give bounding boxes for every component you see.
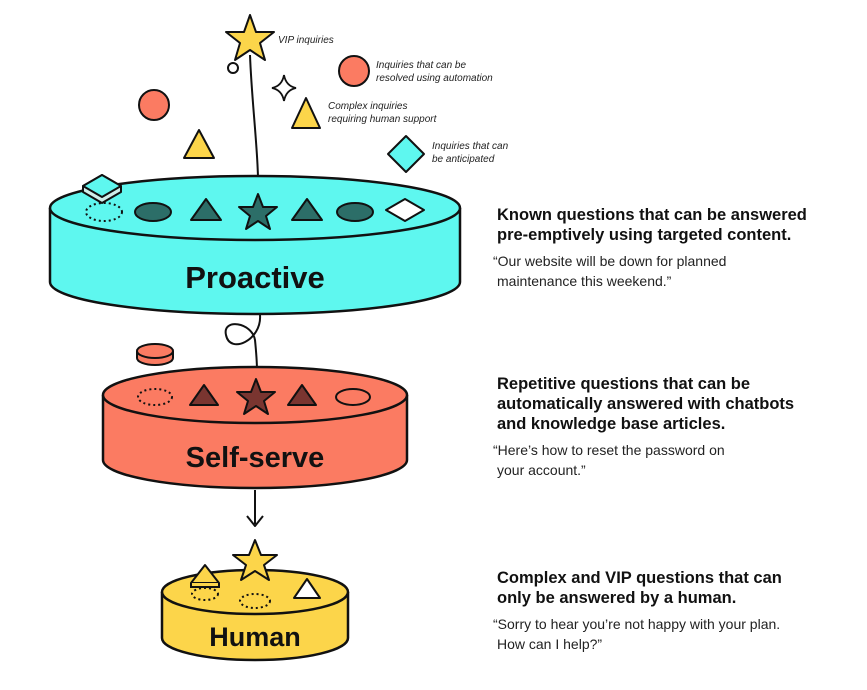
selfserve-heading-line2: automatically answered with chatbots xyxy=(497,395,795,413)
proactive-heading-line2: pre-emptively using targeted content. xyxy=(497,226,792,244)
selfserve-description: Repetitive questions that can be automat… xyxy=(493,374,857,480)
floating-circle-icon xyxy=(138,89,170,121)
vip-star-icon xyxy=(225,14,275,61)
sparkle-icon xyxy=(271,74,297,102)
selfserve-heading: Repetitive questions that can be automat… xyxy=(497,374,857,434)
selfserve-tier: Self-serve xyxy=(101,365,409,490)
legend-complex-line1: Complex inquiries xyxy=(328,101,407,112)
legend-complex-line2: requiring human support xyxy=(328,114,438,125)
legend-vip: VIP inquiries xyxy=(278,35,334,46)
human-quote-line1: “Sorry to hear you’re not happy with you… xyxy=(493,616,781,632)
coin-icon xyxy=(136,343,174,366)
human-quote-line2: How can I help?” xyxy=(497,636,603,652)
proactive-description: Known questions that can be answered pre… xyxy=(493,205,857,291)
selfserve-quote-line1: “Here’s how to reset the password on xyxy=(493,442,725,458)
human-heading: Complex and VIP questions that can only … xyxy=(497,568,857,608)
proactive-label: Proactive xyxy=(185,260,325,295)
complex-triangle-icon xyxy=(291,97,321,129)
selfserve-heading-line3: and knowledge base articles. xyxy=(497,415,726,433)
human-tier: Human xyxy=(160,539,350,662)
human-quote: “Sorry to hear you’re not happy with you… xyxy=(493,614,857,654)
loop-connector xyxy=(224,314,262,383)
selfserve-heading-line1: Repetitive questions that can be xyxy=(497,375,751,393)
selfserve-label: Self-serve xyxy=(186,442,325,474)
human-description: Complex and VIP questions that can only … xyxy=(493,568,857,654)
human-heading-line1: Complex and VIP questions that can xyxy=(497,569,782,587)
proactive-heading: Known questions that can be answered pre… xyxy=(497,205,857,245)
proactive-quote-line2: maintenance this weekend.” xyxy=(497,273,672,289)
human-heading-line2: only be answered by a human. xyxy=(497,589,737,607)
selfserve-quote: “Here’s how to reset the password on you… xyxy=(493,440,857,480)
automation-circle-icon xyxy=(338,55,370,87)
small-circle-icon xyxy=(227,62,239,74)
floating-triangle-icon xyxy=(183,129,215,159)
legend-automation-line1: Inquiries that can be xyxy=(376,60,466,71)
proactive-heading-line1: Known questions that can be answered xyxy=(497,206,807,224)
proactive-quote: “Our website will be down for planned ma… xyxy=(493,251,857,291)
anticipated-diamond-icon xyxy=(387,135,425,173)
legend-anticipated-line2: be anticipated xyxy=(432,154,495,165)
legend-automation-line2: resolved using automation xyxy=(376,73,493,84)
proactive-quote-line1: “Our website will be down for planned xyxy=(493,253,727,269)
human-label: Human xyxy=(209,622,301,652)
selfserve-quote-line2: your account.” xyxy=(497,462,586,478)
proactive-tier: Proactive xyxy=(48,174,462,316)
down-arrow-icon xyxy=(246,490,264,527)
legend-anticipated-line1: Inquiries that can xyxy=(432,141,509,152)
